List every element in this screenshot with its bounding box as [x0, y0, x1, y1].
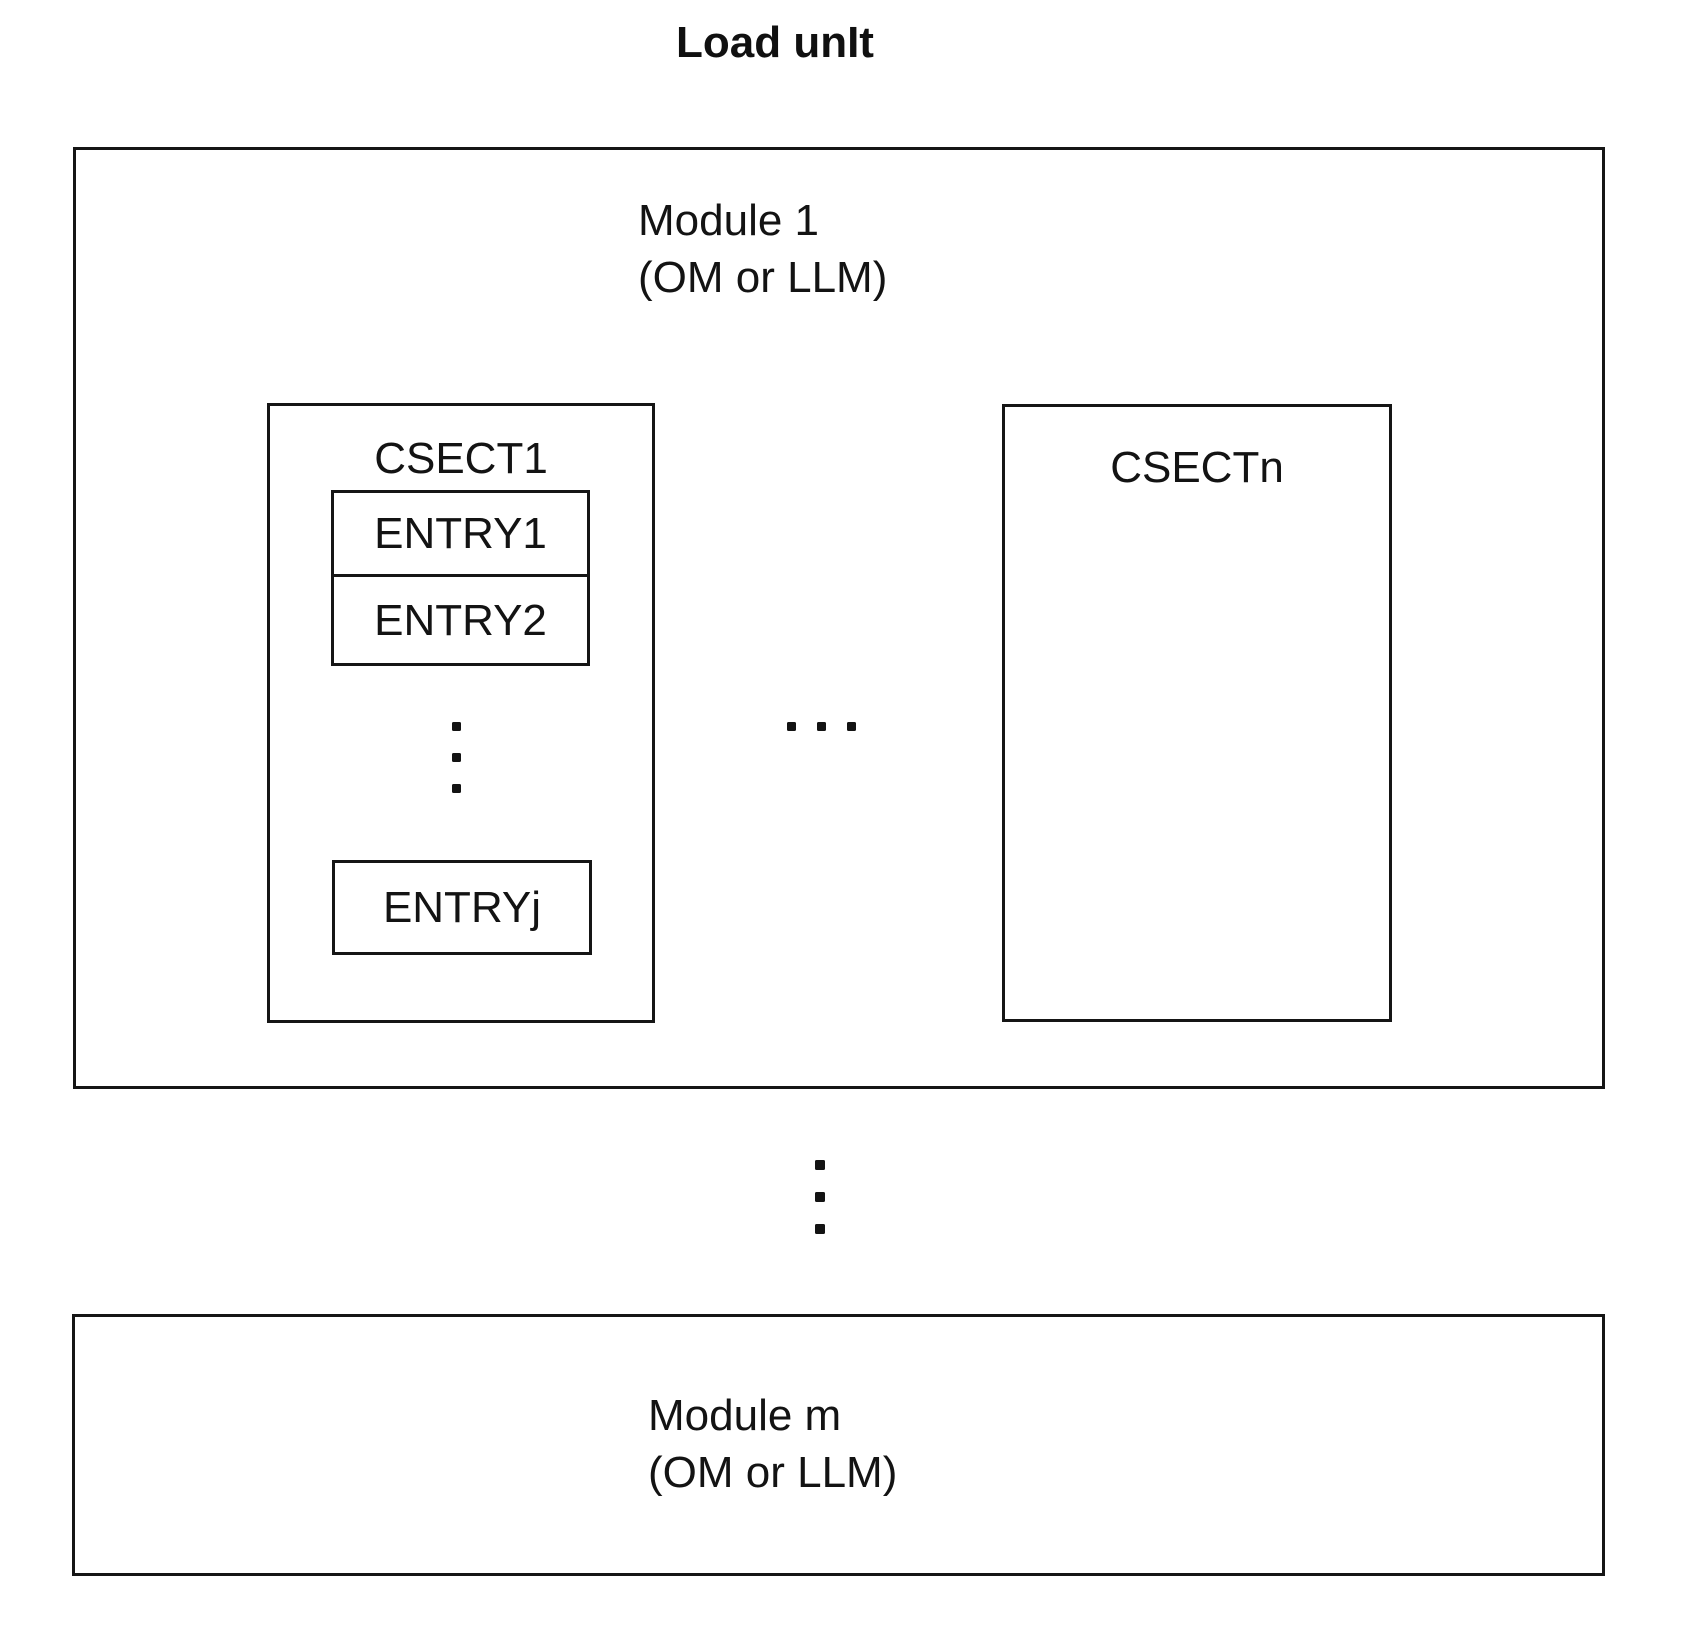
entry-j-label: ENTRYj	[382, 883, 542, 932]
ellipsis-dot	[452, 784, 461, 793]
csect-n-label: CSECTn	[1110, 443, 1284, 492]
ellipsis-dot	[817, 722, 826, 731]
diagram-title: Load unIt	[676, 18, 874, 67]
ellipsis-dot	[815, 1224, 825, 1234]
entry-2-label: ENTRY2	[374, 595, 547, 645]
entry-j-box: ENTRYj	[332, 860, 592, 955]
csect-1-label: CSECT1	[374, 434, 548, 483]
csect-n-box: CSECTn	[1002, 404, 1392, 1022]
entry-1-label: ENTRY1	[374, 509, 547, 558]
entry-1-box: ENTRY1	[331, 490, 590, 577]
ellipsis-dot	[815, 1192, 825, 1202]
module-m-type: (OM or LLM)	[648, 1448, 898, 1497]
ellipsis-dot	[452, 722, 461, 731]
module-1-name: Module 1	[638, 196, 820, 245]
module-vertical-ellipsis-icon	[815, 1160, 825, 1234]
entry-2-box: ENTRY2	[331, 574, 590, 666]
ellipsis-dot	[847, 722, 856, 731]
ellipsis-dot	[787, 722, 796, 731]
module-1-label-block: Module 1 (OM or LLM)	[638, 192, 887, 306]
entry-vertical-ellipsis-icon	[452, 722, 461, 793]
ellipsis-dot	[452, 753, 461, 762]
module-1-box: Module 1 (OM or LLM) CSECT1 ENTRY1 ENTRY…	[73, 147, 1605, 1089]
ellipsis-dot	[815, 1160, 825, 1170]
module-m-label-block: Module m (OM or LLM)	[648, 1387, 897, 1501]
module-m-name: Module m	[648, 1391, 842, 1440]
csect-1-box: CSECT1 ENTRY1 ENTRY2 ENTRYj	[267, 403, 655, 1023]
module-m-box: Module m (OM or LLM)	[72, 1314, 1605, 1576]
module-1-type: (OM or LLM)	[638, 253, 888, 302]
csect-horizontal-ellipsis-icon	[787, 722, 856, 731]
